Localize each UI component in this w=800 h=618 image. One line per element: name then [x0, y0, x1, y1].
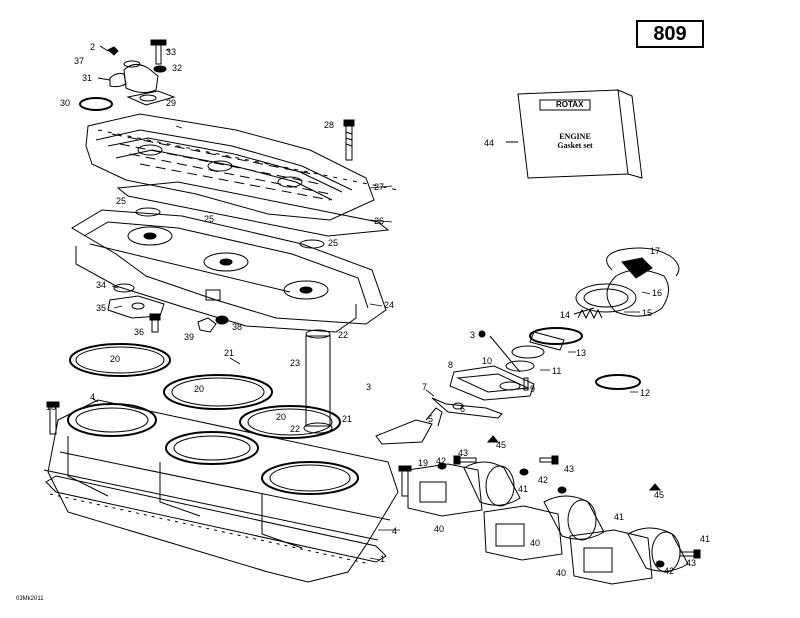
part-label-43: 43 — [564, 464, 575, 474]
intake-manifolds-group — [399, 436, 700, 584]
sleeve-22-23 — [304, 330, 332, 433]
part-label-25: 25 — [328, 238, 339, 248]
part-label-21: 21 — [342, 414, 353, 424]
footer-code: 03Mk2011 — [16, 596, 44, 602]
part-label-32: 32 — [172, 63, 183, 73]
part-label-9: 9 — [530, 384, 536, 394]
head-gaskets-20-21 — [70, 344, 340, 438]
cylinder-block-4 — [44, 400, 398, 582]
part-label-25: 25 — [116, 196, 127, 206]
reed-valve-group — [376, 331, 640, 444]
part-label-39: 39 — [184, 332, 195, 342]
part-label-45: 45 — [496, 440, 507, 450]
part-label-4: 4 — [392, 526, 398, 536]
part-label-40: 40 — [530, 538, 541, 548]
part-label-14: 14 — [560, 310, 571, 320]
part-label-41: 41 — [518, 484, 529, 494]
part-label-5: 5 — [428, 414, 434, 424]
part-label-30: 30 — [60, 98, 71, 108]
gasket-set-booklet-44 — [506, 90, 642, 178]
part-label-33: 33 — [166, 47, 177, 57]
part-label-43: 43 — [686, 558, 697, 568]
part-label-42: 42 — [664, 566, 675, 576]
part-label-31: 31 — [82, 73, 93, 83]
part-label-38: 38 — [232, 322, 243, 332]
part-label-20: 20 — [276, 412, 287, 422]
part-label-24: 24 — [384, 300, 395, 310]
cylinder-head-24 — [72, 210, 386, 332]
part-label-16: 16 — [652, 288, 663, 298]
head-cover-27 — [86, 114, 398, 220]
part-label-28: 28 — [324, 120, 335, 130]
part-label-11: 11 — [552, 366, 562, 376]
part-label-27: 27 — [374, 182, 385, 192]
o-rings-25 — [118, 182, 388, 248]
part-label-29: 29 — [166, 98, 177, 108]
part-label-20: 20 — [194, 384, 205, 394]
part-label-2: 2 — [90, 42, 96, 52]
part-label-21: 21 — [224, 348, 235, 358]
part-label-3: 3 — [470, 330, 476, 340]
part-label-44: 44 — [484, 138, 495, 148]
bolt-28 — [344, 120, 354, 160]
head-small-parts — [108, 284, 228, 332]
gasket-set-line1: ENGINE — [559, 132, 591, 141]
part-label-20: 20 — [110, 354, 121, 364]
part-label-36: 36 — [134, 327, 145, 337]
gasket-set-title: ENGINE Gasket set — [540, 132, 610, 150]
rotary-valve-cover-group — [530, 248, 679, 344]
part-label-34: 34 — [96, 280, 107, 290]
part-label-42: 42 — [538, 475, 549, 485]
page-number-box: 809 — [636, 20, 704, 48]
part-label-42: 42 — [436, 456, 447, 466]
part-label-13: 13 — [576, 348, 587, 358]
part-label-1: 1 — [380, 554, 386, 564]
part-label-6: 6 — [460, 404, 466, 414]
part-label-18: 18 — [46, 402, 57, 412]
part-label-40: 40 — [434, 524, 445, 534]
part-label-22: 22 — [290, 424, 301, 434]
part-label-12: 12 — [640, 388, 651, 398]
part-label-10: 10 — [482, 356, 493, 366]
part-label-25: 25 — [204, 214, 215, 224]
part-label-37: 37 — [74, 56, 85, 66]
part-label-35: 35 — [96, 303, 107, 313]
part-label-41: 41 — [614, 512, 625, 522]
part-label-4: 4 — [90, 392, 96, 402]
part-label-43: 43 — [458, 448, 469, 458]
part-label-26: 26 — [374, 216, 385, 226]
part-label-3: 3 — [366, 382, 372, 392]
part-label-8: 8 — [448, 360, 454, 370]
part-label-45: 45 — [654, 490, 665, 500]
gasket-set-line2: Gasket set — [557, 141, 593, 150]
part-label-15: 15 — [642, 308, 653, 318]
rotax-logo: ROTAX — [556, 100, 584, 109]
part-label-17: 17 — [650, 246, 661, 256]
part-label-7: 7 — [422, 382, 428, 392]
thermostat-housing-group — [80, 40, 174, 110]
part-label-23: 23 — [290, 358, 301, 368]
part-label-40: 40 — [556, 568, 567, 578]
part-label-22: 22 — [338, 330, 349, 340]
part-label-19: 19 — [418, 458, 429, 468]
leader-lines — [92, 126, 650, 560]
part-label-41: 41 — [700, 534, 711, 544]
